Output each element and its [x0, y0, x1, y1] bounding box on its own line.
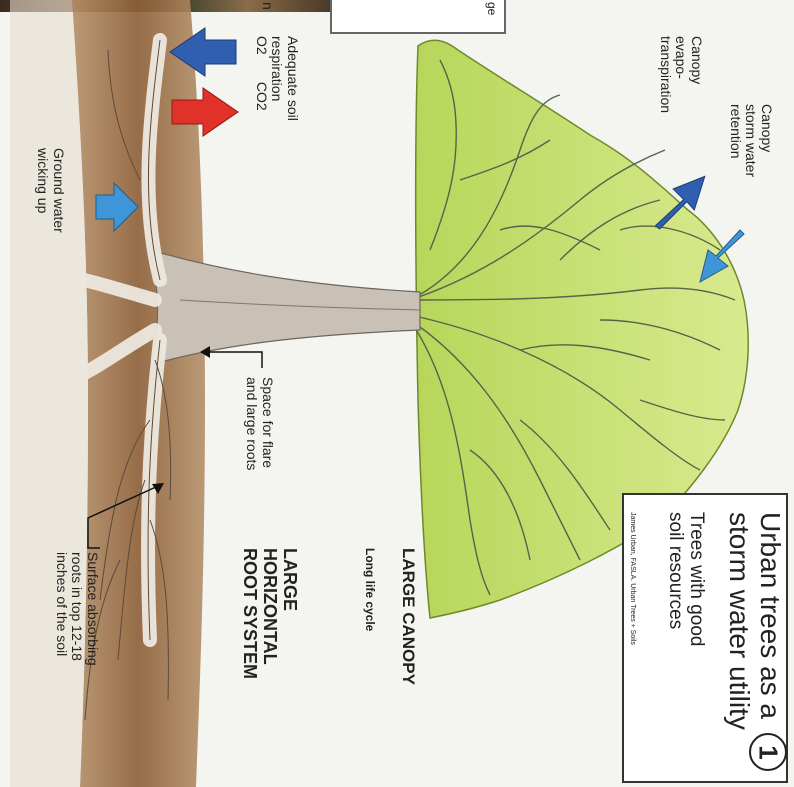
diagram-subtitle: Trees with good soil resources	[664, 512, 707, 646]
title-line-2: storm water utility	[723, 512, 754, 730]
diagram-title: Urban trees as a storm water utility	[723, 512, 786, 730]
label-large-canopy: LARGE CANOPY	[399, 548, 418, 685]
canopy-retention-line-1: Canopy	[758, 104, 774, 177]
surface-roots-line-3: inches of the soil	[53, 552, 69, 666]
title-line-1: Urban trees as a	[755, 512, 786, 730]
respiration-line-1: Adequate soil	[284, 36, 300, 121]
label-space-for-flare: Space for flare and large roots	[244, 377, 275, 470]
canopy-retention-line-3: retention	[727, 104, 743, 177]
top-box-fragment: ge	[485, 2, 498, 15]
root-system-line-2: HORIZONTAL	[260, 548, 280, 679]
root-system-line-3: ROOT SYSTEM	[240, 548, 260, 679]
evapo-line-3: transpiration	[657, 36, 673, 113]
surface-roots-line-1: Surface absorbing	[84, 552, 100, 666]
label-groundwater: Ground water wicking up	[35, 148, 66, 233]
top-label-box	[330, 0, 506, 34]
credit-line: James Urban, FASLA. Urban Trees + Soils	[628, 512, 636, 645]
respiration-fragment: n	[259, 2, 275, 10]
page-number: 1	[753, 745, 784, 759]
label-long-life: Long life cycle	[363, 548, 376, 631]
respiration-line-3: O2 CO2	[253, 36, 269, 121]
subtitle-line-1: Trees with good	[686, 512, 707, 646]
trunk	[150, 250, 420, 365]
subtitle-line-2: soil resources	[664, 512, 685, 646]
evapo-line-1: Canopy	[688, 36, 704, 113]
evapo-line-2: evapo-	[673, 36, 689, 113]
groundwater-line-1: Ground water	[50, 148, 66, 233]
label-canopy-retention: Canopy storm water retention	[727, 104, 774, 177]
label-surface-roots: Surface absorbing roots in top 12-18 inc…	[53, 552, 100, 666]
soil-fringe	[10, 0, 88, 787]
groundwater-line-2: wicking up	[35, 148, 51, 233]
label-soil-respiration: Adequate soil respiration O2 CO2	[253, 36, 300, 121]
respiration-line-2: respiration	[269, 36, 285, 121]
page-number-badge: 1	[749, 733, 787, 771]
surface-roots-line-2: roots in top 12-18	[69, 552, 85, 666]
pointer-flare	[206, 352, 262, 368]
root-system-line-1: LARGE	[280, 548, 300, 679]
canopy-retention-line-2: storm water	[743, 104, 759, 177]
label-evapotranspiration: Canopy evapo- transpiration	[657, 36, 704, 113]
flare-line-2: and large roots	[244, 377, 260, 470]
label-root-system: LARGE HORIZONTAL ROOT SYSTEM	[240, 548, 300, 679]
flare-line-1: Space for flare	[259, 377, 275, 470]
